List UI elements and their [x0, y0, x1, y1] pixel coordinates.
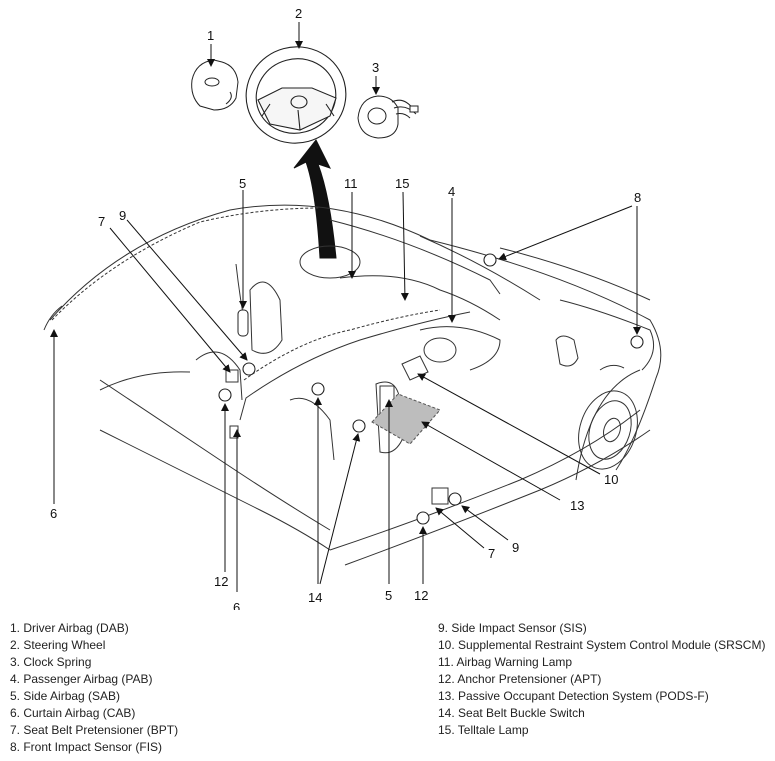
- marker-buckle-front: [311, 382, 325, 396]
- legend-item: 4. Passenger Airbag (PAB): [10, 672, 153, 686]
- steering-wheel-illustration: [245, 46, 347, 144]
- airbag-system-diagram: 1 2 3 5 11 15 4 8 7 9 6 10 13 9 7 12 6 1…: [43, 6, 662, 610]
- marker-apt-center: [218, 388, 232, 402]
- legend-item: 11. Airbag Warning Lamp: [438, 655, 573, 669]
- callout-8: 8: [634, 190, 641, 205]
- legend-item: 14. Seat Belt Buckle Switch: [438, 706, 585, 720]
- driver-airbag-illustration: [191, 59, 239, 111]
- callout-12-bottom: 12: [414, 588, 428, 603]
- callout-6-left: 6: [50, 506, 57, 521]
- legend-item: 12. Anchor Pretensioner (APT): [438, 672, 602, 686]
- marker-apt-bottom: [416, 511, 430, 525]
- component-markers: [218, 253, 644, 525]
- callout-12-left: 12: [214, 574, 228, 589]
- callout-11: 11: [344, 176, 358, 191]
- legend-item: 8. Front Impact Sensor (FIS): [10, 740, 163, 754]
- marker-sis-center: [242, 362, 256, 376]
- legend-item: 1. Driver Airbag (DAB): [10, 621, 129, 635]
- callout-9-bottom: 9: [512, 540, 519, 555]
- legend-item: 7. Seat Belt Pretensioner (BPT): [10, 723, 179, 737]
- legend-right-column: 9. Side Impact Sensor (SIS) 10. Suppleme…: [438, 620, 765, 739]
- marker-sis-bottom: [448, 492, 462, 506]
- callout-1: 1: [207, 28, 214, 43]
- callout-14: 14: [308, 590, 322, 605]
- marker-fis-right: [630, 335, 644, 349]
- legend-item: 5. Side Airbag (SAB): [10, 689, 121, 703]
- legend-item: 10. Supplemental Restraint System Contro…: [438, 638, 766, 652]
- legend-item: 13. Passive Occupant Detection System (P…: [438, 689, 709, 703]
- callout-15: 15: [395, 176, 409, 191]
- callout-3: 3: [372, 60, 379, 75]
- callout-10: 10: [604, 472, 618, 487]
- legend-item: 3. Clock Spring: [10, 655, 92, 669]
- marker-buckle-rear: [352, 419, 366, 433]
- legend-item: 15. Telltale Lamp: [438, 723, 529, 737]
- leader-lines: [50, 22, 641, 592]
- clock-spring-illustration: [357, 95, 419, 139]
- marker-fis-left: [483, 253, 497, 267]
- legend-item: 2. Steering Wheel: [10, 638, 106, 652]
- legend-item: 6. Curtain Airbag (CAB): [10, 706, 136, 720]
- legend-left-column: 1. Driver Airbag (DAB) 2. Steering Wheel…: [10, 620, 178, 756]
- legend-item: 9. Side Impact Sensor (SIS): [438, 621, 587, 635]
- side-airbag-pad: [237, 309, 249, 337]
- callout-9-top: 9: [119, 208, 126, 223]
- callout-7-top: 7: [98, 214, 105, 229]
- callout-5-top: 5: [239, 176, 246, 191]
- steering-wheel-pointer-arrow: [293, 139, 337, 259]
- callout-6-bottom: 6: [233, 600, 240, 610]
- callout-13: 13: [570, 498, 584, 513]
- callout-7-bottom: 7: [488, 546, 495, 561]
- callout-4: 4: [448, 184, 455, 199]
- callout-2: 2: [295, 6, 302, 21]
- callout-5-bottom: 5: [385, 588, 392, 603]
